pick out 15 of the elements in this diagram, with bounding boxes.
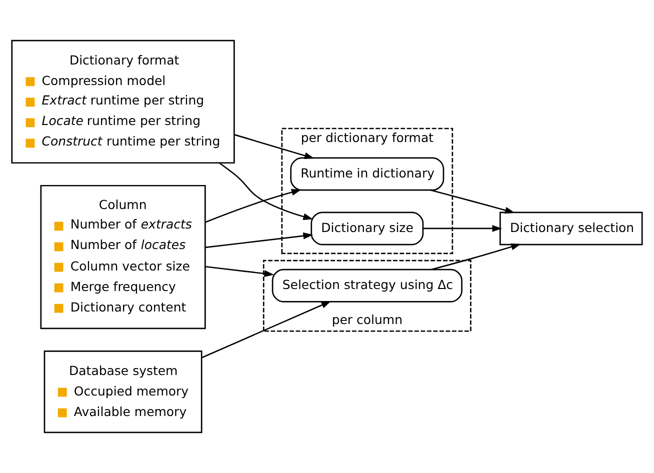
arrow	[423, 225, 502, 232]
arrow	[201, 300, 332, 358]
node-box: Column Number of extracts Number of locates Column vector size Merge frequency Dictionary content	[40, 184, 206, 330]
arrow	[218, 162, 314, 220]
node-box: Dictionary size	[310, 212, 424, 246]
node-box: Dictionary selection	[500, 212, 643, 246]
arrow	[234, 134, 314, 160]
node-box: Selection strategy using Δc	[272, 268, 462, 302]
arrow	[205, 266, 274, 277]
arrow	[430, 190, 515, 214]
node-box: Database system Occupied memory Available memory	[44, 350, 202, 434]
arrow	[205, 232, 314, 248]
arrow	[205, 188, 302, 223]
node-box: Runtime in dictionary	[290, 157, 444, 191]
node-box: Dictionary format Compression model Extract runtime per string Locate runtime per string Construct runtime per string	[11, 40, 235, 164]
